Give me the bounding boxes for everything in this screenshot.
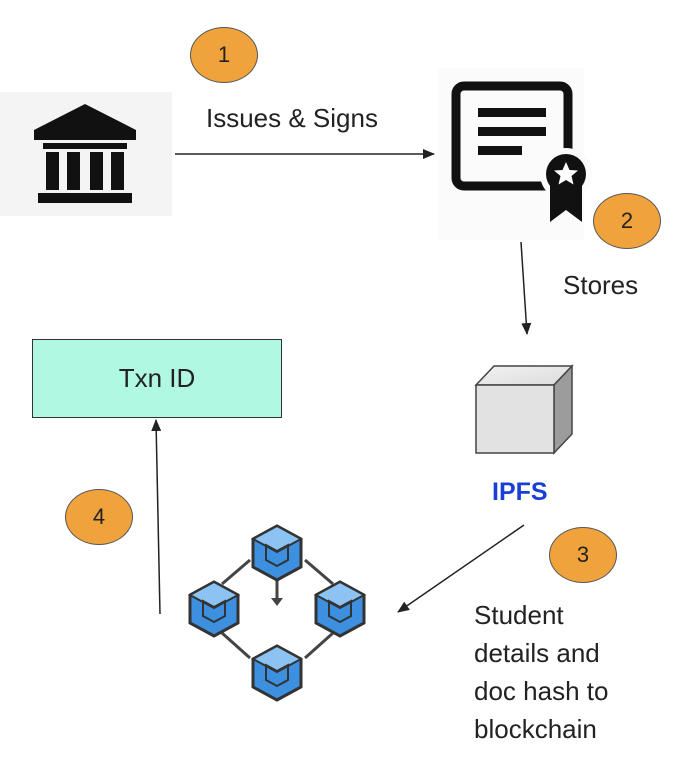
student-details-line: doc hash to	[474, 676, 609, 706]
blockchain-network-icon	[187, 524, 367, 702]
block-top	[250, 524, 304, 582]
store-arrow	[520, 241, 532, 335]
txn-id-arrow	[151, 419, 162, 615]
student-details-label: Student details and doc hash to blockcha…	[474, 596, 608, 748]
cube-icon	[474, 364, 574, 455]
step-2-badge: 2	[593, 193, 661, 249]
txn-id-label: Txn ID	[118, 363, 196, 393]
certificate-icon	[451, 81, 592, 222]
step-1-badge: 1	[190, 27, 258, 83]
student-details-line: blockchain	[474, 714, 597, 744]
step-4-badge: 4	[65, 489, 133, 545]
block-bottom	[250, 644, 304, 702]
bank-building-icon	[34, 104, 136, 203]
student-details-line: Student	[474, 600, 564, 630]
step-3-badge: 3	[549, 527, 617, 583]
block-left	[187, 580, 241, 638]
txn-id-box: Txn ID	[32, 339, 282, 418]
hash-to-chain-arrow	[397, 524, 525, 613]
student-details-line: details and	[474, 638, 600, 668]
ipfs-label: IPFS	[492, 478, 548, 506]
block-right	[313, 580, 367, 638]
stores-label: Stores	[563, 270, 639, 300]
issues-signs-label: Issues & Signs	[206, 103, 378, 133]
